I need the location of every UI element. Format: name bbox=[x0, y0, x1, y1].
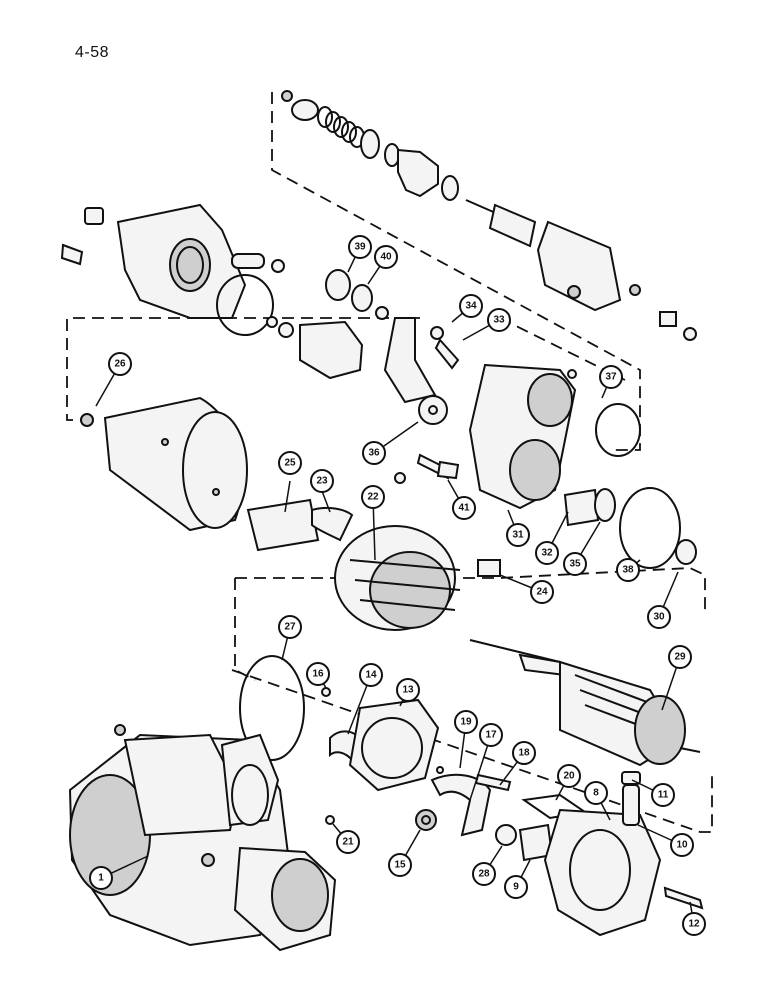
svg-text:37: 37 bbox=[605, 372, 617, 383]
callout-21: 21 bbox=[336, 830, 360, 854]
svg-text:14: 14 bbox=[365, 670, 377, 681]
commutator-end-housing bbox=[394, 363, 697, 569]
callout-31: 31 bbox=[506, 523, 530, 547]
callout-36: 36 bbox=[362, 441, 386, 465]
svg-text:28: 28 bbox=[478, 869, 490, 880]
callout-26: 26 bbox=[108, 352, 132, 376]
svg-text:25: 25 bbox=[284, 458, 296, 469]
pole-shoe-parts bbox=[246, 498, 354, 552]
svg-text:11: 11 bbox=[658, 790, 669, 801]
callout-29: 29 bbox=[668, 645, 692, 669]
svg-text:32: 32 bbox=[541, 548, 553, 559]
svg-text:24: 24 bbox=[536, 587, 548, 598]
callout-14: 14 bbox=[359, 663, 383, 687]
solenoid-group-outline bbox=[271, 92, 641, 451]
svg-text:1: 1 bbox=[98, 873, 104, 884]
svg-text:27: 27 bbox=[284, 622, 296, 633]
svg-text:17: 17 bbox=[485, 730, 497, 741]
callout-32: 32 bbox=[535, 541, 559, 565]
callout-40: 40 bbox=[374, 245, 398, 269]
callout-22: 22 bbox=[361, 485, 385, 509]
svg-text:9: 9 bbox=[513, 882, 519, 893]
drive-housing-parts bbox=[60, 203, 460, 425]
svg-text:18: 18 bbox=[518, 748, 530, 759]
svg-text:13: 13 bbox=[402, 685, 414, 696]
callout-37: 37 bbox=[599, 365, 623, 389]
callout-8: 8 bbox=[584, 781, 608, 805]
callout-12: 12 bbox=[682, 912, 706, 936]
callout-24: 24 bbox=[530, 580, 554, 604]
callout-23: 23 bbox=[310, 469, 334, 493]
svg-text:15: 15 bbox=[394, 860, 406, 871]
callout-9: 9 bbox=[504, 875, 528, 899]
callout-28: 28 bbox=[472, 862, 496, 886]
svg-text:33: 33 bbox=[493, 315, 505, 326]
callout-16: 16 bbox=[306, 662, 330, 686]
field-frame bbox=[80, 396, 248, 532]
svg-text:16: 16 bbox=[312, 669, 324, 680]
svg-text:39: 39 bbox=[354, 242, 366, 253]
svg-text:35: 35 bbox=[569, 559, 581, 570]
callout-19: 19 bbox=[454, 710, 478, 734]
svg-text:21: 21 bbox=[342, 837, 354, 848]
callout-41: 41 bbox=[452, 496, 476, 520]
svg-text:23: 23 bbox=[316, 476, 328, 487]
callout-38: 38 bbox=[616, 558, 640, 582]
assembled-starter-motor bbox=[68, 724, 337, 952]
solenoid-parts bbox=[281, 90, 697, 341]
callout-39: 39 bbox=[348, 235, 372, 259]
svg-text:30: 30 bbox=[653, 612, 665, 623]
svg-text:38: 38 bbox=[622, 565, 634, 576]
page-number: 4-58 bbox=[75, 44, 110, 61]
svg-text:12: 12 bbox=[688, 919, 700, 930]
armature bbox=[469, 639, 701, 767]
callout-15: 15 bbox=[388, 853, 412, 877]
callout-13: 13 bbox=[396, 678, 420, 702]
callout-11: 11 bbox=[651, 783, 675, 807]
svg-text:10: 10 bbox=[676, 840, 688, 851]
callout-27: 27 bbox=[278, 615, 302, 639]
svg-text:41: 41 bbox=[458, 503, 470, 514]
callout-34: 34 bbox=[459, 294, 483, 318]
svg-text:34: 34 bbox=[465, 301, 477, 312]
svg-text:19: 19 bbox=[460, 717, 472, 728]
svg-text:31: 31 bbox=[512, 530, 524, 541]
callout-10: 10 bbox=[670, 833, 694, 857]
svg-text:26: 26 bbox=[114, 359, 126, 370]
svg-text:40: 40 bbox=[380, 252, 392, 263]
callout-25: 25 bbox=[278, 451, 302, 475]
field-coils bbox=[334, 525, 501, 631]
callout-18: 18 bbox=[512, 741, 536, 765]
callout-17: 17 bbox=[479, 723, 503, 747]
svg-text:8: 8 bbox=[593, 788, 599, 799]
svg-text:36: 36 bbox=[368, 448, 380, 459]
callout-1: 1 bbox=[89, 866, 113, 890]
svg-text:20: 20 bbox=[563, 771, 575, 782]
svg-text:22: 22 bbox=[367, 492, 379, 503]
callout-30: 30 bbox=[647, 605, 671, 629]
callout-20: 20 bbox=[557, 764, 581, 788]
drive-end-housing bbox=[543, 771, 704, 937]
brush-holder-parts bbox=[239, 655, 588, 862]
callout-35: 35 bbox=[563, 552, 587, 576]
svg-text:29: 29 bbox=[674, 652, 686, 663]
callout-33: 33 bbox=[487, 308, 511, 332]
